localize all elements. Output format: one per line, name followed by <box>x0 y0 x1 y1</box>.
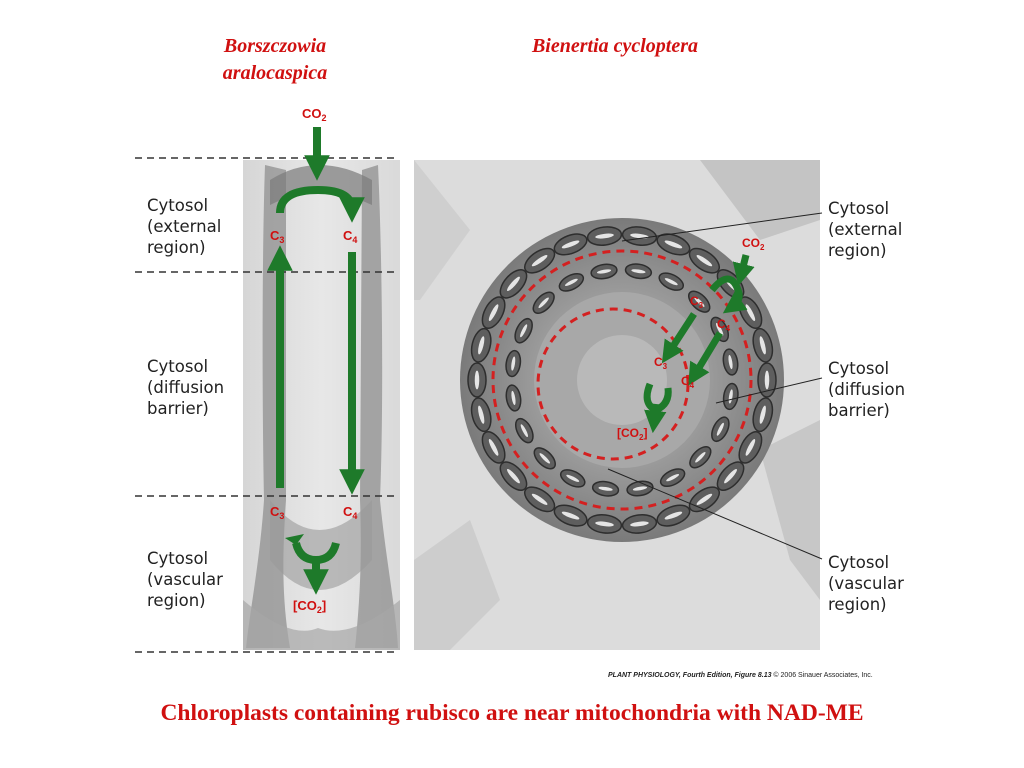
starch-grain-shape <box>488 439 499 456</box>
starch-grain-shape <box>696 493 713 505</box>
chloroplast-shapes <box>467 226 777 534</box>
starch-grain-shape <box>693 296 705 307</box>
starch-grain-shape <box>511 356 516 371</box>
starch-grain-shape <box>507 468 520 484</box>
co2-label-left: CO2 <box>302 106 327 123</box>
starch-grain-shape <box>632 486 648 491</box>
c3-label-right-inner: C3 <box>654 355 668 371</box>
starch-grain-shape <box>564 278 578 286</box>
bienertia-pathway-arrows <box>643 254 755 434</box>
credit-figure: Figure 8.13 <box>732 672 772 679</box>
starch-grain-shape <box>745 439 756 456</box>
starch-grain-shape <box>664 511 683 520</box>
starch-grain-shape <box>507 276 520 292</box>
starch-grain-shape <box>764 370 770 390</box>
starch-grain-shape <box>759 405 766 424</box>
starch-grain-shape <box>745 304 756 321</box>
label-leader-lines <box>607 212 823 560</box>
figure-credit: PLANT PHYSIOLOGY, Fourth Edition, Figure… <box>608 672 873 679</box>
starch-grain-shape <box>478 405 485 424</box>
co2-concentration-label-right: [CO2] <box>617 426 647 442</box>
compartment-boundaries <box>491 249 753 511</box>
c3-label-left-bottom: C3 <box>270 504 284 521</box>
starch-grain-shape <box>716 422 724 436</box>
starch-grain-shape <box>631 269 646 274</box>
credit-copyright: © 2006 Sinauer Associates, Inc. <box>771 672 873 679</box>
starch-grain-shape <box>561 240 580 249</box>
c4-label-right-outer: C4 <box>717 317 731 333</box>
starch-grain-shape <box>630 521 649 527</box>
starch-grain-shape <box>595 521 614 527</box>
starch-grain-shape <box>474 370 480 390</box>
left-label-external-region: Cytosol (external region) <box>147 196 222 257</box>
starch-grain-shape <box>538 297 549 309</box>
starch-grain-shape <box>598 486 613 491</box>
right-label-external-region: Cytosol (external region) <box>828 199 903 260</box>
starch-grain-shape <box>716 322 724 336</box>
starch-grain-shape <box>595 233 614 239</box>
starch-grain-shape <box>539 453 551 464</box>
starch-grain-shape <box>531 493 548 505</box>
starch-grain-shape <box>488 304 499 321</box>
starch-grain-shape <box>724 468 737 484</box>
c4-label-left-top: C4 <box>343 228 357 245</box>
starch-grain-shape <box>759 336 766 355</box>
starch-grain-shape <box>666 474 680 482</box>
borszczowia-pathway-arrows <box>267 127 365 595</box>
starch-grain-shape <box>596 269 612 274</box>
slide-caption: Chloroplasts containing rubisco are near… <box>160 700 864 726</box>
right-label-diffusion-barrier: Cytosol (diffusion barrier) <box>828 359 906 420</box>
starch-grain-shape <box>696 255 713 267</box>
left-label-diffusion-barrier: Cytosol (diffusion barrier) <box>147 357 225 418</box>
co2-label-right: CO2 <box>742 236 765 252</box>
credit-book: PLANT PHYSIOLOGY, Fourth Edition, <box>608 672 733 679</box>
starch-grain-shape <box>664 240 683 249</box>
species-name-left: Borszczowia aralocaspica <box>222 35 328 84</box>
borszczowia-micrograph <box>243 160 400 650</box>
c3-label-left-top: C3 <box>270 228 284 245</box>
right-label-vascular-region: Cytosol (vascular region) <box>828 553 904 614</box>
c3-label-right-outer: C3 <box>690 294 704 310</box>
starch-grain-shape <box>561 511 580 520</box>
c4-label-right-inner: C4 <box>681 374 695 390</box>
starch-grain-shape <box>630 233 649 239</box>
starch-grain-shape <box>478 336 485 355</box>
c4-label-left-bottom: C4 <box>343 504 357 521</box>
co2-concentration-label-left: [CO2] <box>293 598 326 615</box>
starch-grain-shape <box>520 424 528 438</box>
starch-grain-shape <box>566 474 580 482</box>
starch-grain-shape <box>695 451 706 463</box>
starch-grain-shape <box>664 278 678 286</box>
starch-grain-shape <box>511 390 516 406</box>
starch-grain-shape <box>728 354 733 370</box>
starch-grain-shape <box>520 324 528 338</box>
left-label-vascular-region: Cytosol (vascular region) <box>147 549 223 610</box>
species-name-right: Bienertia cycloptera <box>531 35 699 57</box>
starch-grain-shape <box>531 255 548 267</box>
